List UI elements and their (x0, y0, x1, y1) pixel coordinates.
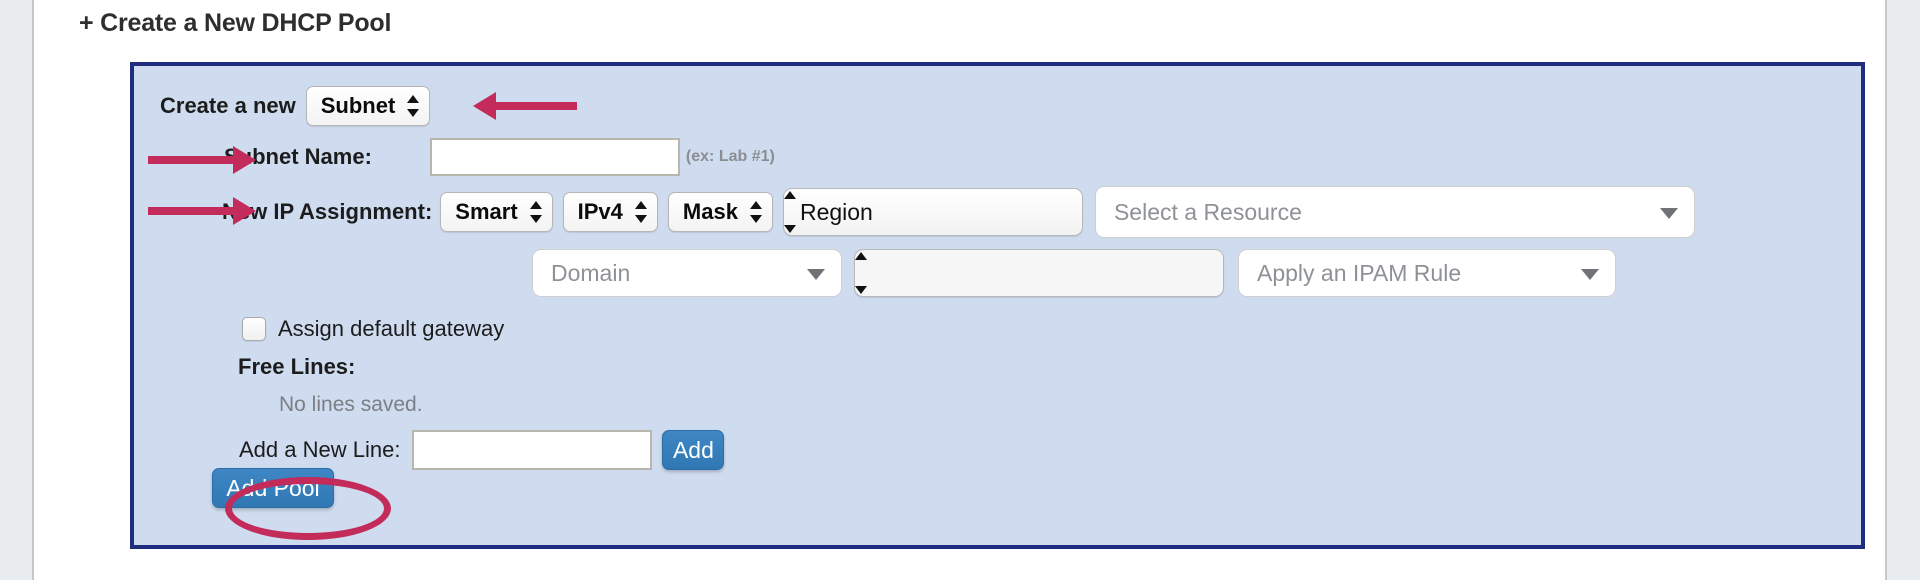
arrow-left-to-subnet-select (473, 92, 577, 120)
subnet-name-hint: (ex: Lab #1) (685, 148, 775, 165)
subnet-name-row: Subnet Name: (ex: Lab #1) (224, 138, 775, 176)
ipam-rule-select[interactable]: Apply an IPAM Rule (1238, 249, 1616, 297)
arrow-head-icon (233, 197, 256, 225)
region-select[interactable]: Region (782, 188, 1083, 236)
assign-default-gateway-label: Assign default gateway (278, 316, 505, 341)
create-dhcp-pool-panel: Create a new Subnet Subnet Name: (ex: La… (130, 62, 1865, 549)
mask-select[interactable]: Mask (667, 192, 773, 232)
ip-version-select[interactable]: IPv4 (562, 192, 658, 232)
ipam-rule-placeholder: Apply an IPAM Rule (1257, 259, 1462, 286)
add-a-new-line-row: Add a New Line: Add (239, 430, 725, 470)
ip-version-value: IPv4 (577, 199, 623, 224)
create-type-select[interactable]: Subnet (305, 86, 431, 126)
mask-value: Mask (682, 199, 738, 224)
assignment-mode-value: Smart (455, 199, 518, 224)
add-pool-row: Add Pool (212, 468, 334, 508)
add-line-button[interactable]: Add (662, 430, 725, 470)
resource-select[interactable]: Select a Resource (1094, 186, 1695, 238)
no-lines-saved-row: No lines saved. (279, 393, 423, 417)
assign-default-gateway-checkbox[interactable] (242, 317, 266, 341)
add-a-new-line-label: Add a New Line: (239, 437, 401, 462)
left-page-gutter (0, 0, 34, 580)
free-lines-label: Free Lines: (238, 354, 356, 379)
new-ip-assignment-row: New IP Assignment: Smart IPv4 Mask Regio… (222, 186, 1695, 238)
create-a-new-row: Create a new Subnet (160, 86, 431, 126)
no-lines-saved-text: No lines saved. (279, 393, 423, 416)
create-type-select-value: Subnet (320, 93, 396, 118)
new-ip-assignment-label: New IP Assignment: (222, 199, 433, 224)
resource-placeholder: Select a Resource (1113, 198, 1302, 225)
blank-select[interactable] (854, 249, 1224, 297)
domain-placeholder: Domain (551, 259, 631, 286)
free-lines-row: Free Lines: (238, 354, 355, 380)
updown-stepper-icon (529, 199, 542, 225)
chevron-down-icon (807, 269, 825, 280)
arrow-right-to-new-ip-assignment (148, 197, 256, 225)
updown-stepper-icon (407, 93, 420, 119)
page-title: + Create a New DHCP Pool (79, 9, 392, 37)
updown-stepper-icon (634, 199, 647, 225)
create-a-new-label: Create a new (160, 93, 296, 118)
chevron-down-icon (1659, 208, 1678, 219)
assign-default-gateway-row[interactable]: Assign default gateway (242, 316, 504, 342)
chevron-down-icon (1581, 269, 1599, 280)
arrow-head-icon (233, 146, 256, 174)
subnet-name-input[interactable] (429, 138, 680, 176)
arrow-head-icon (473, 92, 496, 120)
add-a-new-line-input[interactable] (412, 430, 653, 470)
assignment-mode-select[interactable]: Smart (440, 192, 553, 232)
domain-select[interactable]: Domain (532, 249, 842, 297)
ipam-options-row: Domain Apply an IPAM Rule (532, 249, 1616, 297)
right-page-gutter (1885, 0, 1920, 580)
arrow-right-to-subnet-name (148, 146, 256, 174)
updown-stepper-icon (749, 199, 762, 225)
add-pool-button[interactable]: Add Pool (212, 468, 334, 508)
region-value: Region (799, 198, 873, 225)
